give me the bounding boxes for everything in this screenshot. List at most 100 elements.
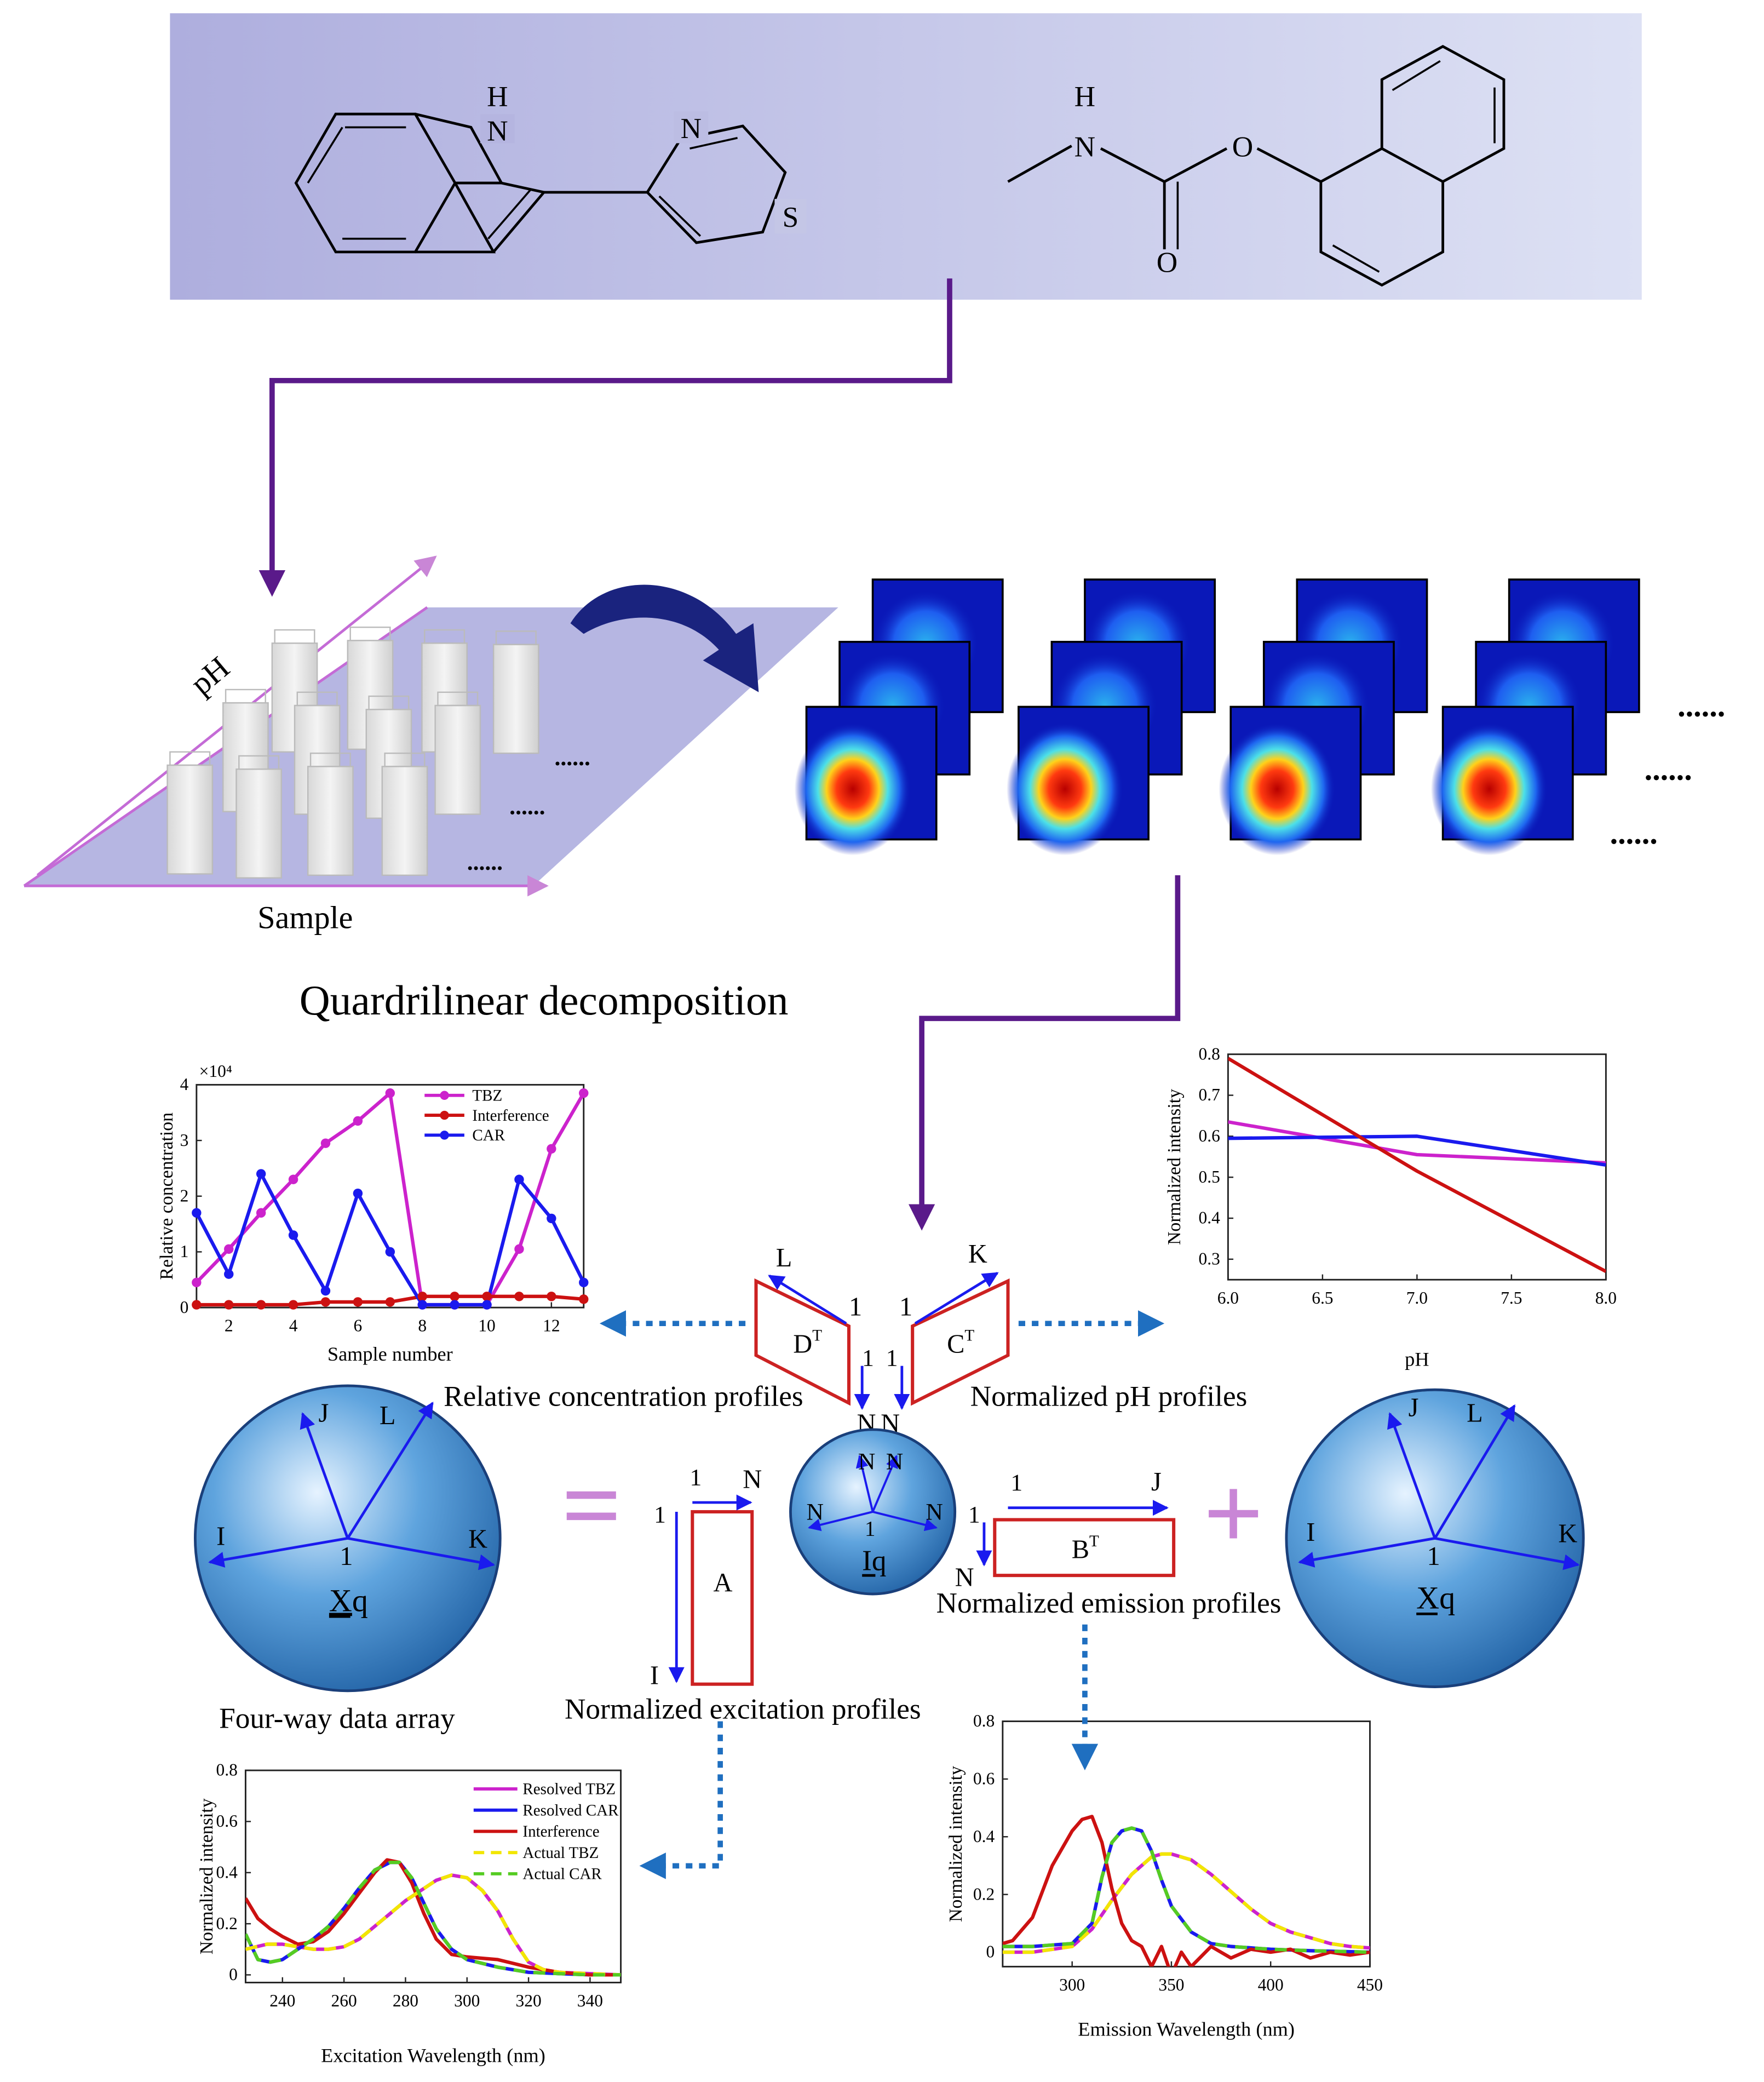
label-one-ct2: 1 [886, 1345, 898, 1372]
cuvette [235, 755, 282, 879]
x-tick-label: 2 [225, 1316, 233, 1335]
data-point [192, 1300, 202, 1310]
matrix-bt-j: J [1151, 1467, 1162, 1496]
y-tick-label: 0.8 [1199, 1044, 1220, 1063]
data-point [288, 1230, 298, 1240]
heatmap-dots-1: ...... [1677, 687, 1725, 723]
left-sphere-l: L [380, 1401, 396, 1430]
data-point [579, 1294, 589, 1304]
tbz-atom-n2: N [681, 112, 702, 145]
y-tick-label: 0.8 [216, 1760, 238, 1780]
right-sphere-j: J [1409, 1393, 1419, 1423]
core-n4: N [926, 1499, 943, 1525]
legend-label: Interference [522, 1823, 599, 1840]
data-point [385, 1297, 395, 1307]
matrix-dt [754, 1278, 851, 1406]
right-sphere-one: 1 [1427, 1542, 1440, 1571]
matrix-bt-n: N [955, 1563, 974, 1592]
data-point [450, 1300, 459, 1310]
heatmap-tile [1007, 706, 1150, 856]
data-point [192, 1277, 202, 1288]
y-tick-label: 0.4 [973, 1827, 995, 1846]
heatmap-tile [1430, 706, 1574, 856]
x-tick-label: 6.0 [1217, 1288, 1239, 1307]
matrix-dt-label: DT [793, 1327, 822, 1359]
series-line [1228, 1057, 1606, 1274]
data-point [224, 1269, 234, 1279]
ph-axis-label: pH [183, 650, 236, 702]
y-tick-label: 0.2 [973, 1884, 995, 1903]
matrix-a-one-top: 1 [689, 1465, 702, 1491]
dotted-arrow-to-excitation [639, 1721, 723, 1879]
y-tick-label: 0.4 [216, 1862, 238, 1882]
x-tick-label: 240 [269, 1991, 295, 2010]
label-one-ct: 1 [899, 1293, 912, 1322]
right-sphere-k: K [1558, 1519, 1577, 1548]
x-tick-label: 300 [454, 1991, 480, 2010]
x-tick-label: 320 [515, 1991, 541, 2010]
data-point [256, 1300, 266, 1310]
data-point [224, 1300, 234, 1310]
data-point [320, 1297, 331, 1307]
label-k: K [968, 1240, 987, 1269]
x-tick-label: 340 [577, 1991, 603, 2010]
plus-sign: + [1203, 1454, 1263, 1572]
car-atom-h: H [1075, 81, 1095, 113]
x-axis-label: Excitation Wavelength (nm) [321, 2045, 545, 2067]
x-tick-label: 8 [418, 1316, 427, 1335]
x-tick-label: 350 [1158, 1975, 1184, 1994]
heatmap-dots-3: ...... [1610, 815, 1658, 851]
x-axis-label: Sample number [327, 1343, 453, 1365]
left-sphere-k: K [468, 1524, 487, 1553]
data-point [256, 1169, 266, 1179]
y-tick-label: 0 [986, 1942, 995, 1961]
flow-arrow-1 [258, 278, 952, 597]
flow-arrow-2 [908, 875, 1181, 1231]
left-sphere-i: I [216, 1522, 225, 1551]
label-one-dt2: 1 [862, 1345, 874, 1372]
legend-entry: Resolved CAR [473, 1802, 619, 1819]
core-n1: N [858, 1448, 875, 1475]
y-tick-label: 0 [229, 1965, 238, 1984]
legend-entry: CAR [424, 1127, 505, 1144]
heatmap-stacks [794, 578, 1640, 856]
data-point [256, 1208, 266, 1218]
data-point [320, 1138, 331, 1148]
data-point [353, 1297, 363, 1307]
data-point [579, 1277, 589, 1288]
tbz-atom-h: H [487, 81, 508, 113]
arrow-k [914, 1272, 999, 1325]
legend-entry: Actual TBZ [473, 1844, 599, 1862]
matrix-a-label: A [713, 1568, 732, 1597]
left-sphere-one: 1 [340, 1542, 353, 1571]
series-line [1002, 1852, 1370, 1954]
axis-multiplier: ×10⁴ [199, 1062, 232, 1081]
data-point [482, 1300, 492, 1310]
y-tick-label: 0 [180, 1298, 189, 1317]
data-point [417, 1300, 427, 1310]
data-point [385, 1247, 395, 1257]
matrix-a [691, 1510, 754, 1686]
car-atom-n: N [1075, 131, 1095, 163]
matrix-ct [911, 1278, 1010, 1406]
sample-dots-2: ...... [509, 794, 545, 820]
legend-label: Resolved CAR [522, 1802, 619, 1819]
x-tick-label: 260 [331, 1991, 357, 2010]
data-point [547, 1292, 556, 1301]
sphere-xq-right [1285, 1388, 1585, 1688]
sample-dots-1: ...... [555, 744, 590, 771]
data-point [579, 1088, 589, 1098]
data-point [482, 1292, 492, 1301]
label-four-way: Four-way data array [219, 1702, 455, 1735]
plot-area [196, 1083, 585, 1309]
y-axis-label: Normalized intensity [946, 1766, 966, 1922]
matrix-ct-label: CT [947, 1327, 974, 1359]
series-line [1002, 1815, 1370, 1967]
label-norm-emission: Normalized emission profiles [936, 1587, 1282, 1619]
right-sphere-xq: Xq [1416, 1580, 1455, 1616]
series-line [245, 1860, 621, 1977]
x-tick-label: 280 [393, 1991, 418, 2010]
